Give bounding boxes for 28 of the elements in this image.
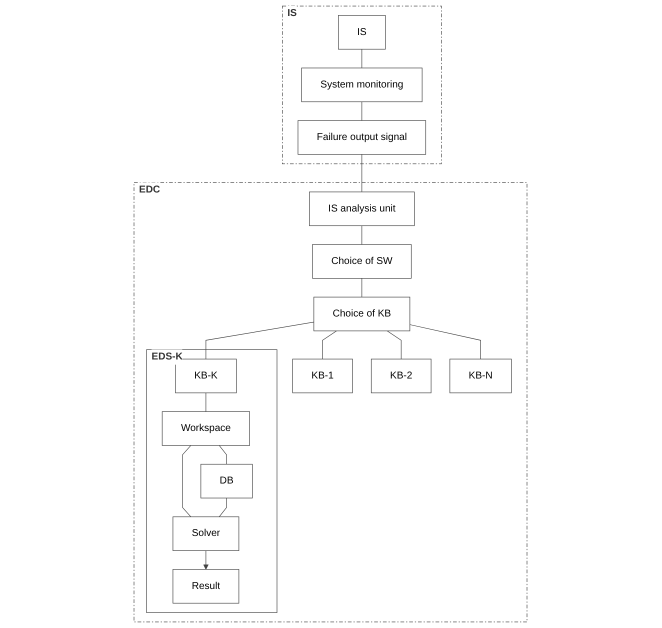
connector <box>322 330 338 360</box>
connector <box>362 101 363 121</box>
node-box <box>298 120 427 155</box>
node-box <box>371 358 432 394</box>
connector <box>182 445 192 518</box>
connector <box>362 48 363 68</box>
node-box <box>302 68 423 102</box>
node-box <box>176 358 238 394</box>
node-box <box>310 192 416 226</box>
arrow <box>204 550 210 570</box>
node-box <box>450 358 512 394</box>
node-box <box>201 464 254 498</box>
node-box <box>314 296 411 332</box>
node-box <box>173 569 240 604</box>
node-box <box>338 15 386 50</box>
node-box <box>162 411 250 446</box>
connector <box>387 330 402 360</box>
node-box <box>173 516 240 551</box>
connector <box>206 322 315 360</box>
node-box <box>292 358 354 394</box>
connector <box>362 225 363 245</box>
node-box <box>312 244 412 279</box>
connector <box>410 324 482 360</box>
connector <box>219 498 228 518</box>
connector <box>362 278 363 298</box>
connector <box>362 154 363 192</box>
connector <box>206 392 207 412</box>
connector <box>219 445 228 465</box>
